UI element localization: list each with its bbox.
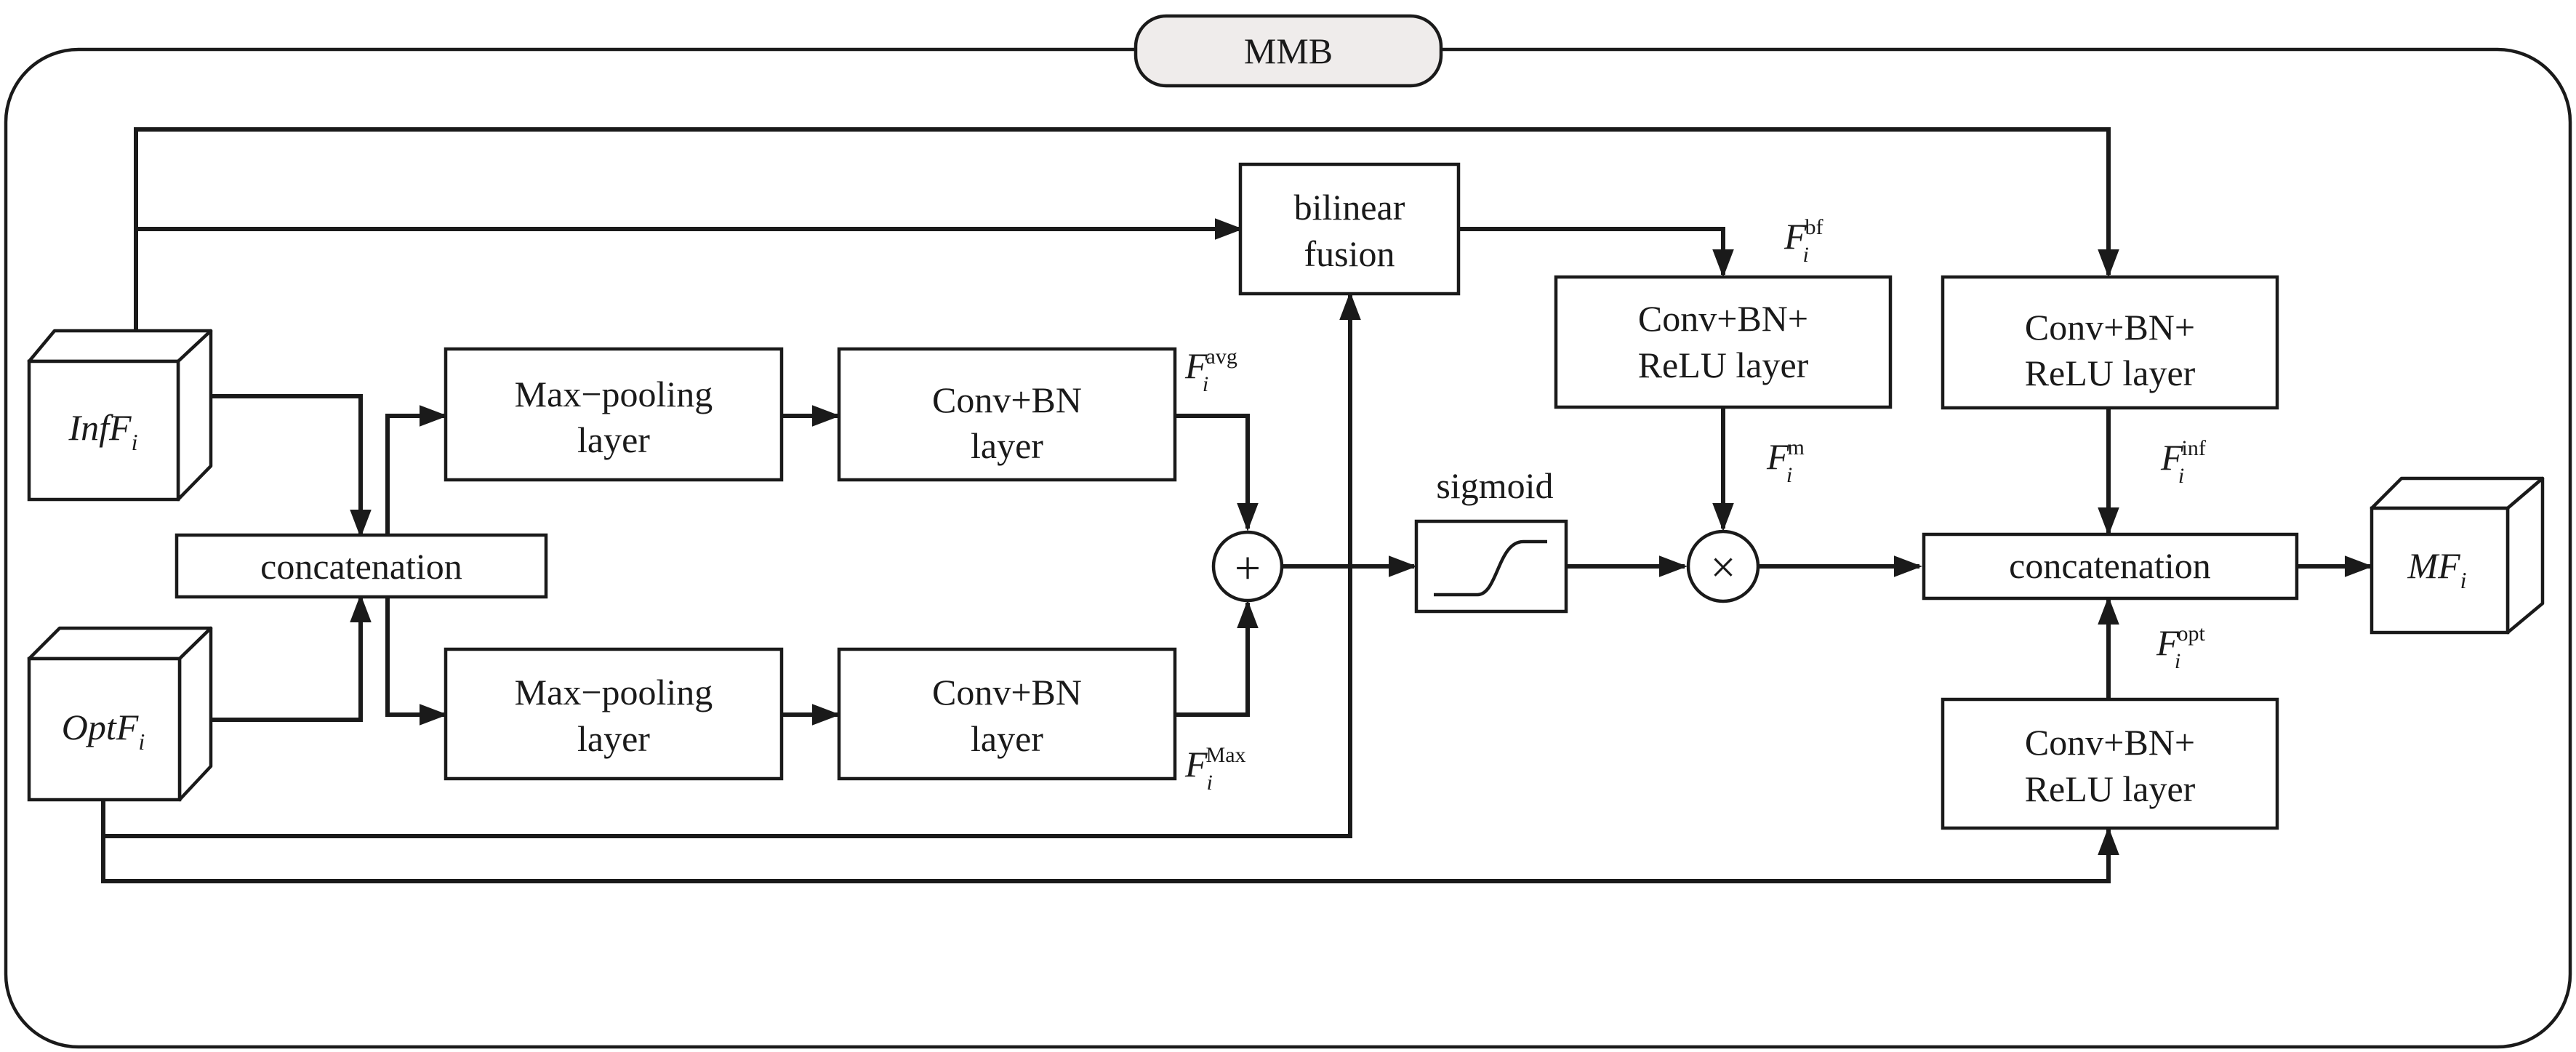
concat-left-label: concatenation (260, 546, 462, 587)
convbn-bottom-line2: layer (971, 718, 1043, 759)
wire-opt-to-bilinear (101, 292, 1361, 838)
multiply-symbol: × (1711, 543, 1736, 593)
wire-conv-bottom-to-add (1176, 600, 1259, 717)
convbn-bottom-line1: Conv+BN (932, 672, 1082, 712)
output-cube-mf: MFi (2370, 476, 2545, 635)
input-cube-inf: InfFi (27, 329, 213, 502)
convbn-top-block: Conv+BN layer (837, 347, 1177, 482)
convbnrelu-top-right-line1: Conv+BN+ (2025, 307, 2195, 348)
concat-right-block: concatenation (1922, 532, 2299, 601)
maxpool-bottom-line2: layer (577, 718, 650, 759)
maxpool-bottom-line1: Max−pooling (515, 672, 713, 712)
maxpool-top-line1: Max−pooling (515, 374, 713, 414)
input-opt-label: OptFi (62, 707, 145, 755)
maxpool-top-block: Max−pooling layer (444, 347, 784, 482)
convbn-bottom-block: Conv+BN layer (837, 647, 1177, 781)
wire-concat-to-maxpool-top (385, 405, 448, 535)
input-inf-label: InfFi (68, 407, 138, 455)
concat-left-block: concatenation (174, 533, 548, 599)
output-mf-label: MFi (2407, 545, 2466, 593)
add-symbol: + (1235, 542, 1261, 594)
wire-opt-to-conv-bottom-right (101, 827, 2119, 883)
wire-conv-top-to-add (1176, 414, 1259, 531)
sigmoid-curve-icon (1434, 539, 1547, 597)
sigmoid-block: sigmoid (1414, 465, 1568, 614)
maxpool-bottom-block: Max−pooling layer (444, 647, 784, 781)
convbnrelu-bottom-right-line1: Conv+BN+ (2025, 722, 2195, 763)
wire-opt-to-concat (180, 594, 372, 722)
convbnrelu-bottom-right-line2: ReLU layer (2025, 768, 2196, 809)
convbnrelu-mid-line2: ReLU layer (1638, 345, 1809, 385)
add-operator: + (1211, 530, 1284, 603)
module-title-text: MMB (1244, 31, 1333, 71)
wire-bilinear-to-conv-mid (1458, 227, 1734, 278)
concat-right-label: concatenation (2009, 545, 2211, 586)
connections (101, 127, 2373, 883)
convbn-top-line2: layer (971, 425, 1043, 466)
convbn-top-line1: Conv+BN (932, 380, 1082, 420)
wire-concat-to-maxpool-bottom (385, 597, 448, 726)
wire-inf-to-concat (211, 394, 372, 538)
bilinear-line1: bilinear (1294, 187, 1405, 228)
sigmoid-label: sigmoid (1436, 465, 1553, 506)
input-cube-opt: OptFi (27, 626, 213, 802)
convbnrelu-bottom-right-block: Conv+BN+ ReLU layer (1941, 697, 2279, 830)
multiply-operator: × (1686, 529, 1760, 603)
convbnrelu-mid-line1: Conv+BN+ (1638, 298, 1808, 339)
bilinear-fusion-block: bilinear fusion (1238, 162, 1461, 296)
module-title: MMB (1133, 14, 1443, 88)
convbnrelu-top-right-block: Conv+BN+ ReLU layer (1941, 275, 2279, 410)
convbnrelu-mid-block: Conv+BN+ ReLU layer (1554, 275, 1893, 409)
bilinear-line2: fusion (1304, 233, 1395, 274)
maxpool-top-line2: layer (577, 419, 650, 460)
convbnrelu-top-right-line2: ReLU layer (2025, 353, 2196, 393)
